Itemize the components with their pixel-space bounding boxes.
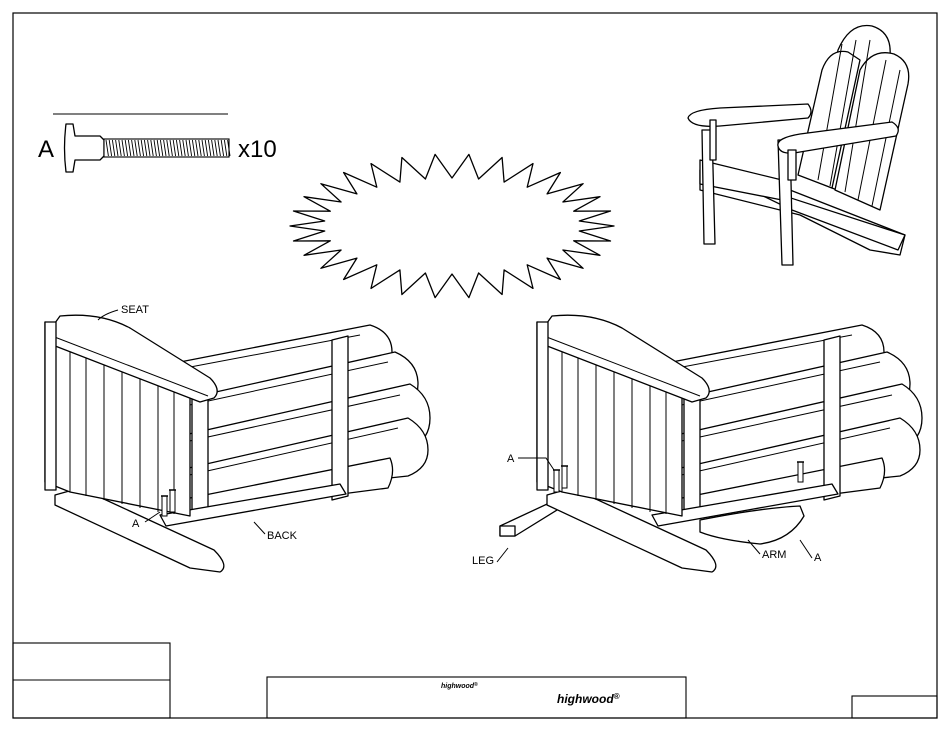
starburst-callout [290,154,614,297]
bolt-icon [65,124,231,172]
label-a-left: A [132,518,140,530]
label-leg: LEG [472,555,494,567]
label-a-right-bottom: A [814,552,822,564]
brand-main: highwood® [557,692,620,706]
title-block: highwood® highwood® [13,643,937,718]
brand-small: highwood® [441,681,478,690]
label-back: BACK [267,530,298,542]
title-box-right [852,696,937,718]
label-seat: SEAT [121,304,149,316]
label-a-right-top: A [507,453,515,465]
label-arm: ARM [762,549,786,561]
hardware-letter: A [38,136,54,163]
arm-leg-assembly: A LEG ARM A [472,315,922,572]
hardware-quantity: x10 [238,136,277,163]
seat-back-assembly: SEAT A BACK [45,304,430,572]
bolt-a-right-bottom [797,462,804,482]
adirondack-chair-icon [688,26,909,266]
hardware-callout: A x10 [38,114,277,172]
